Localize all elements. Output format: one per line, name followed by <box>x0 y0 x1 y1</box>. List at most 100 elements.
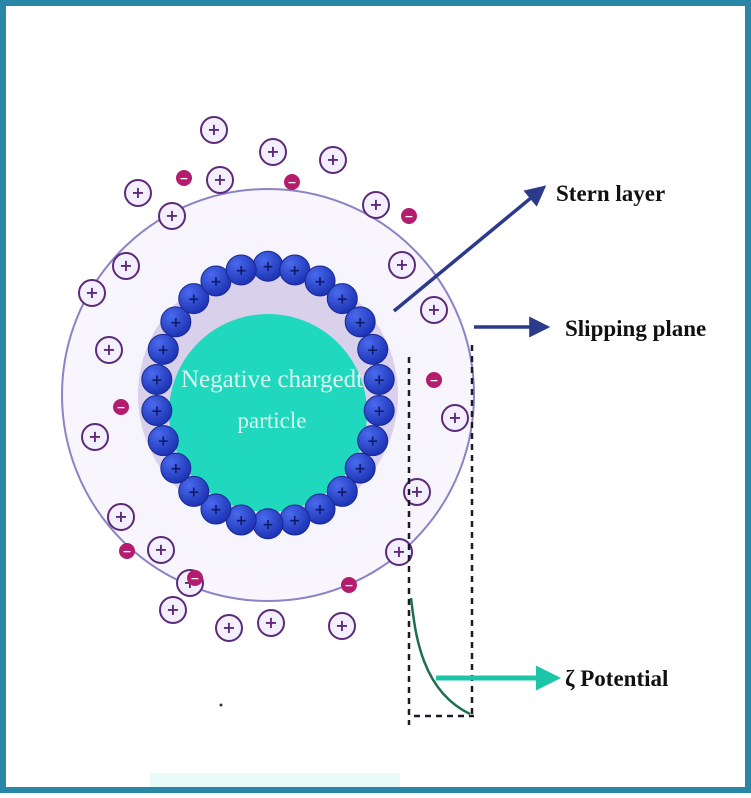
diffuse-negative-ion: − <box>119 543 135 559</box>
stern-positive-ion: + <box>345 307 375 337</box>
plus-sign-icon: + <box>367 342 379 358</box>
plus-sign-icon: + <box>154 540 167 559</box>
diffuse-negative-ion: − <box>401 208 417 224</box>
plus-sign-icon: + <box>170 461 182 477</box>
plus-sign-icon: + <box>427 300 440 319</box>
diffuse-negative-ion: − <box>284 174 300 190</box>
plus-sign-icon: + <box>369 195 382 214</box>
slipping-plane-label: Slipping plane <box>565 316 706 341</box>
stern-positive-ion: + <box>148 426 178 456</box>
plus-sign-icon: + <box>326 150 339 169</box>
minus-sign-icon: − <box>190 572 199 585</box>
diffuse-positive-ion: + <box>207 167 233 193</box>
diffuse-positive-ion: + <box>160 597 186 623</box>
diffuse-positive-ion: + <box>113 253 139 279</box>
diffuse-positive-ion: + <box>386 539 412 565</box>
plus-sign-icon: + <box>354 461 366 477</box>
plus-sign-icon: + <box>188 292 200 308</box>
plus-sign-icon: + <box>336 292 348 308</box>
particle-label-line-1: Negative chargedt <box>181 366 363 393</box>
plus-sign-icon: + <box>314 502 326 518</box>
plus-sign-icon: + <box>262 517 274 533</box>
diffuse-positive-ion: + <box>260 139 286 165</box>
diffuse-positive-ion: + <box>389 252 415 278</box>
diffuse-positive-ion: + <box>82 424 108 450</box>
diffuse-negative-ion: − <box>113 399 129 415</box>
plus-sign-icon: + <box>373 404 385 420</box>
plus-sign-icon: + <box>88 427 101 446</box>
plus-sign-icon: + <box>410 482 423 501</box>
plus-sign-icon: + <box>235 263 247 279</box>
plus-sign-icon: + <box>264 613 277 632</box>
diffuse-negative-ion: − <box>176 170 192 186</box>
diffuse-positive-ion: + <box>329 613 355 639</box>
stern-layer-arrow <box>394 188 543 311</box>
diffuse-positive-ion: + <box>320 147 346 173</box>
plus-sign-icon: + <box>157 342 169 358</box>
plus-sign-icon: + <box>367 434 379 450</box>
plus-sign-icon: + <box>210 502 222 518</box>
plus-sign-icon: + <box>395 255 408 274</box>
plus-sign-icon: + <box>448 408 461 427</box>
plus-sign-icon: + <box>166 600 179 619</box>
plus-sign-icon: + <box>131 183 144 202</box>
diffuse-positive-ion: + <box>201 117 227 143</box>
stern-positive-ion: + <box>358 426 388 456</box>
diffuse-positive-ion: + <box>363 192 389 218</box>
stern-positive-ion: + <box>364 364 394 394</box>
minus-sign-icon: − <box>122 545 131 558</box>
diffuse-positive-ion: + <box>442 405 468 431</box>
minus-sign-icon: − <box>429 374 438 387</box>
plus-sign-icon: + <box>151 404 163 420</box>
stern-positive-ion: + <box>148 334 178 364</box>
plus-sign-icon: + <box>314 274 326 290</box>
stern-positive-ion: + <box>253 509 283 539</box>
plus-sign-icon: + <box>354 315 366 331</box>
plus-sign-icon: + <box>266 142 279 161</box>
plus-sign-icon: + <box>289 263 301 279</box>
plus-sign-icon: + <box>119 256 132 275</box>
stern-positive-ion: + <box>142 364 172 394</box>
plus-sign-icon: + <box>289 513 301 529</box>
bottom-tint-bar <box>150 773 400 787</box>
diffuse-positive-ion: + <box>421 297 447 323</box>
plus-sign-icon: + <box>102 340 115 359</box>
plus-sign-icon: + <box>165 206 178 225</box>
diffuse-positive-ion: + <box>159 203 185 229</box>
zeta-potential-label: ζ Potential <box>565 666 668 691</box>
stern-positive-ion: + <box>142 396 172 426</box>
diffuse-negative-ion: − <box>187 570 203 586</box>
minus-sign-icon: − <box>404 210 413 223</box>
diffuse-positive-ion: + <box>96 337 122 363</box>
zeta-potential-curve <box>411 598 470 714</box>
stern-positive-ion: + <box>280 505 310 535</box>
diffuse-positive-ion: + <box>148 537 174 563</box>
particle-label-line-2: particle <box>238 408 307 433</box>
plus-sign-icon: + <box>157 434 169 450</box>
diffuse-positive-ion: + <box>108 504 134 530</box>
plus-sign-icon: + <box>85 283 98 302</box>
stern-positive-ion: + <box>161 453 191 483</box>
plus-sign-icon: + <box>213 170 226 189</box>
stern-positive-ion: + <box>226 255 256 285</box>
plus-sign-icon: + <box>114 507 127 526</box>
diffuse-negative-ion: − <box>341 577 357 593</box>
plus-sign-icon: + <box>210 274 222 290</box>
plus-sign-icon: + <box>222 618 235 637</box>
minus-sign-icon: − <box>116 401 125 414</box>
stray-dot <box>220 704 223 707</box>
plus-sign-icon: + <box>335 616 348 635</box>
minus-sign-icon: − <box>287 176 296 189</box>
plus-sign-icon: + <box>207 120 220 139</box>
plus-sign-icon: + <box>262 259 274 275</box>
plus-sign-icon: + <box>392 542 405 561</box>
diffuse-positive-ion: + <box>258 610 284 636</box>
stern-layer-label: Stern layer <box>556 181 665 206</box>
diffuse-positive-ion: + <box>79 280 105 306</box>
diffuse-positive-ion: + <box>216 615 242 641</box>
stern-positive-ion: + <box>358 334 388 364</box>
minus-sign-icon: − <box>179 172 188 185</box>
minus-sign-icon: − <box>344 579 353 592</box>
